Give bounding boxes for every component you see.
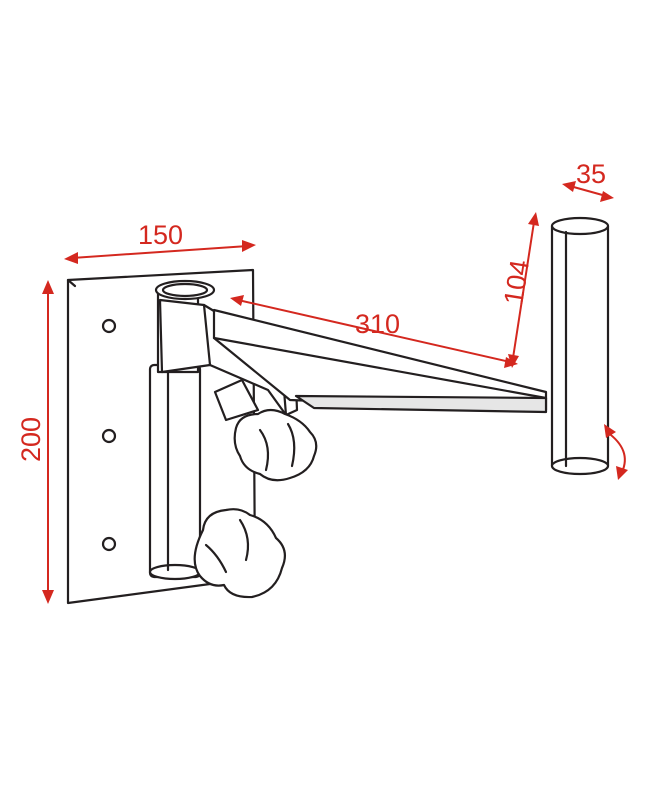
- speaker-pin: [550, 216, 610, 476]
- upper-knob: [233, 408, 318, 482]
- speaker-pin-top: [550, 216, 610, 236]
- rotation-arrow-icon: [604, 424, 628, 480]
- dim-pin-height-label: 104: [498, 258, 535, 307]
- dim-height: 200: [16, 280, 54, 604]
- dim-height-label: 200: [16, 417, 46, 462]
- dim-arm-length-label: 310: [355, 309, 400, 339]
- dim-width: 150: [64, 220, 256, 264]
- dim-pin-height: 104: [498, 212, 539, 368]
- dim-arm-length: 310: [230, 295, 518, 368]
- dim-pin-diameter-label: 35: [576, 159, 606, 189]
- dim-width-label: 150: [138, 220, 183, 250]
- mounting-hole-top: [101, 318, 117, 334]
- dim-pin-diameter: 35: [562, 159, 614, 202]
- mounting-hole-bottom: [101, 536, 117, 552]
- mounting-hole-middle: [101, 428, 117, 444]
- lower-knob: [193, 508, 287, 599]
- horizontal-arm: [212, 308, 548, 414]
